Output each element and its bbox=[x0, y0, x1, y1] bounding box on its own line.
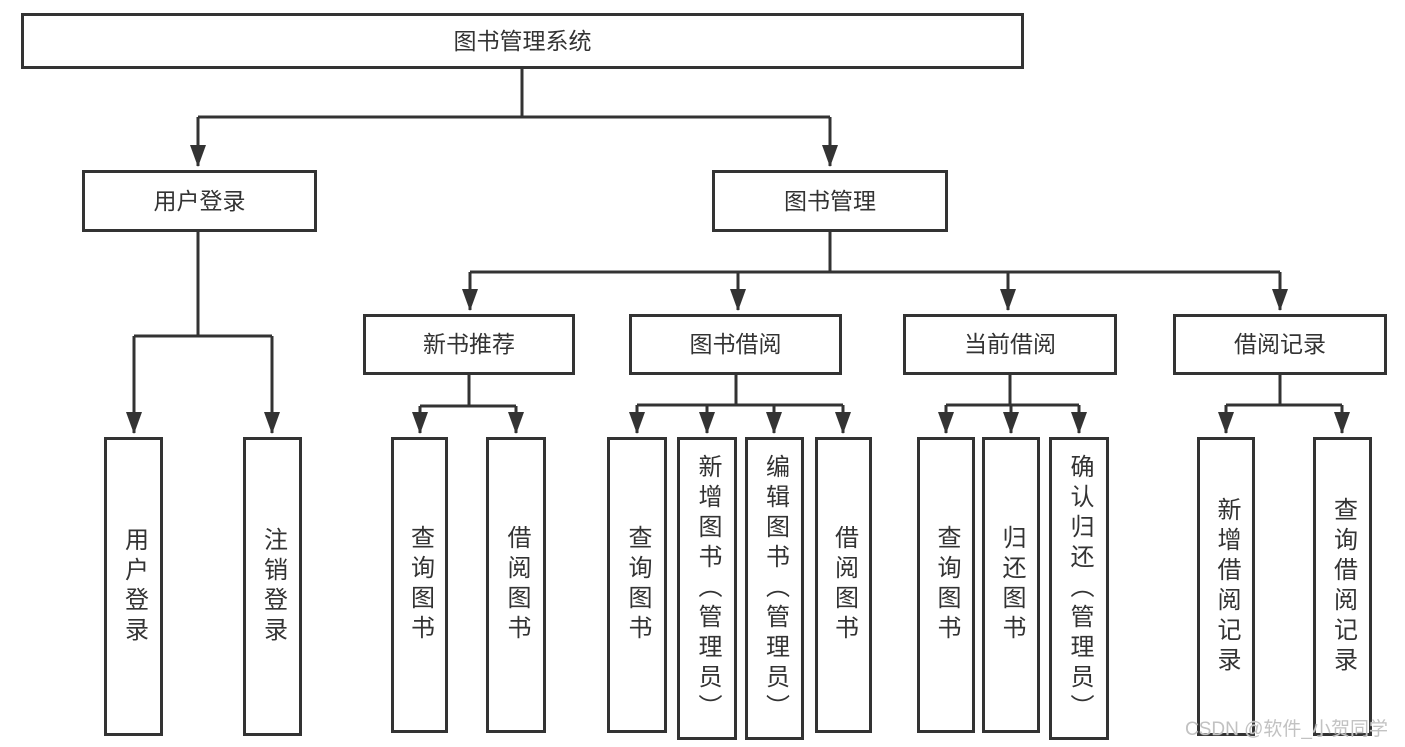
node-cb-confirm-return-admin: 确认归还（管理员） bbox=[1049, 437, 1109, 740]
node-cb-return-books: 归还图书 bbox=[982, 437, 1040, 733]
node-cb-query-books: 查询图书 bbox=[917, 437, 975, 733]
node-current-borrowing: 当前借阅 bbox=[903, 314, 1117, 375]
node-br-add-borrow-record: 新增借阅记录 bbox=[1197, 437, 1255, 736]
node-bb-edit-books-admin: 编辑图书（管理员） bbox=[745, 437, 804, 740]
node-book-management: 图书管理 bbox=[712, 170, 948, 232]
node-br-query-borrow-record: 查询借阅记录 bbox=[1313, 437, 1372, 736]
node-leaf-user-login: 用户登录 bbox=[104, 437, 163, 736]
node-bb-borrow-books: 借阅图书 bbox=[815, 437, 872, 733]
node-rec-borrow-books: 借阅图书 bbox=[486, 437, 546, 733]
node-new-book-recommendation: 新书推荐 bbox=[363, 314, 575, 375]
node-root-system: 图书管理系统 bbox=[21, 13, 1024, 69]
node-leaf-logout: 注销登录 bbox=[243, 437, 302, 736]
node-book-borrowing: 图书借阅 bbox=[629, 314, 842, 375]
csdn-watermark: CSDN @软件_小贺同学 bbox=[1185, 719, 1388, 740]
node-bb-query-books: 查询图书 bbox=[607, 437, 667, 733]
node-borrowing-records: 借阅记录 bbox=[1173, 314, 1387, 375]
node-bb-add-books-admin: 新增图书（管理员） bbox=[677, 437, 737, 740]
node-user-login: 用户登录 bbox=[82, 170, 317, 232]
node-rec-query-books: 查询图书 bbox=[391, 437, 448, 733]
